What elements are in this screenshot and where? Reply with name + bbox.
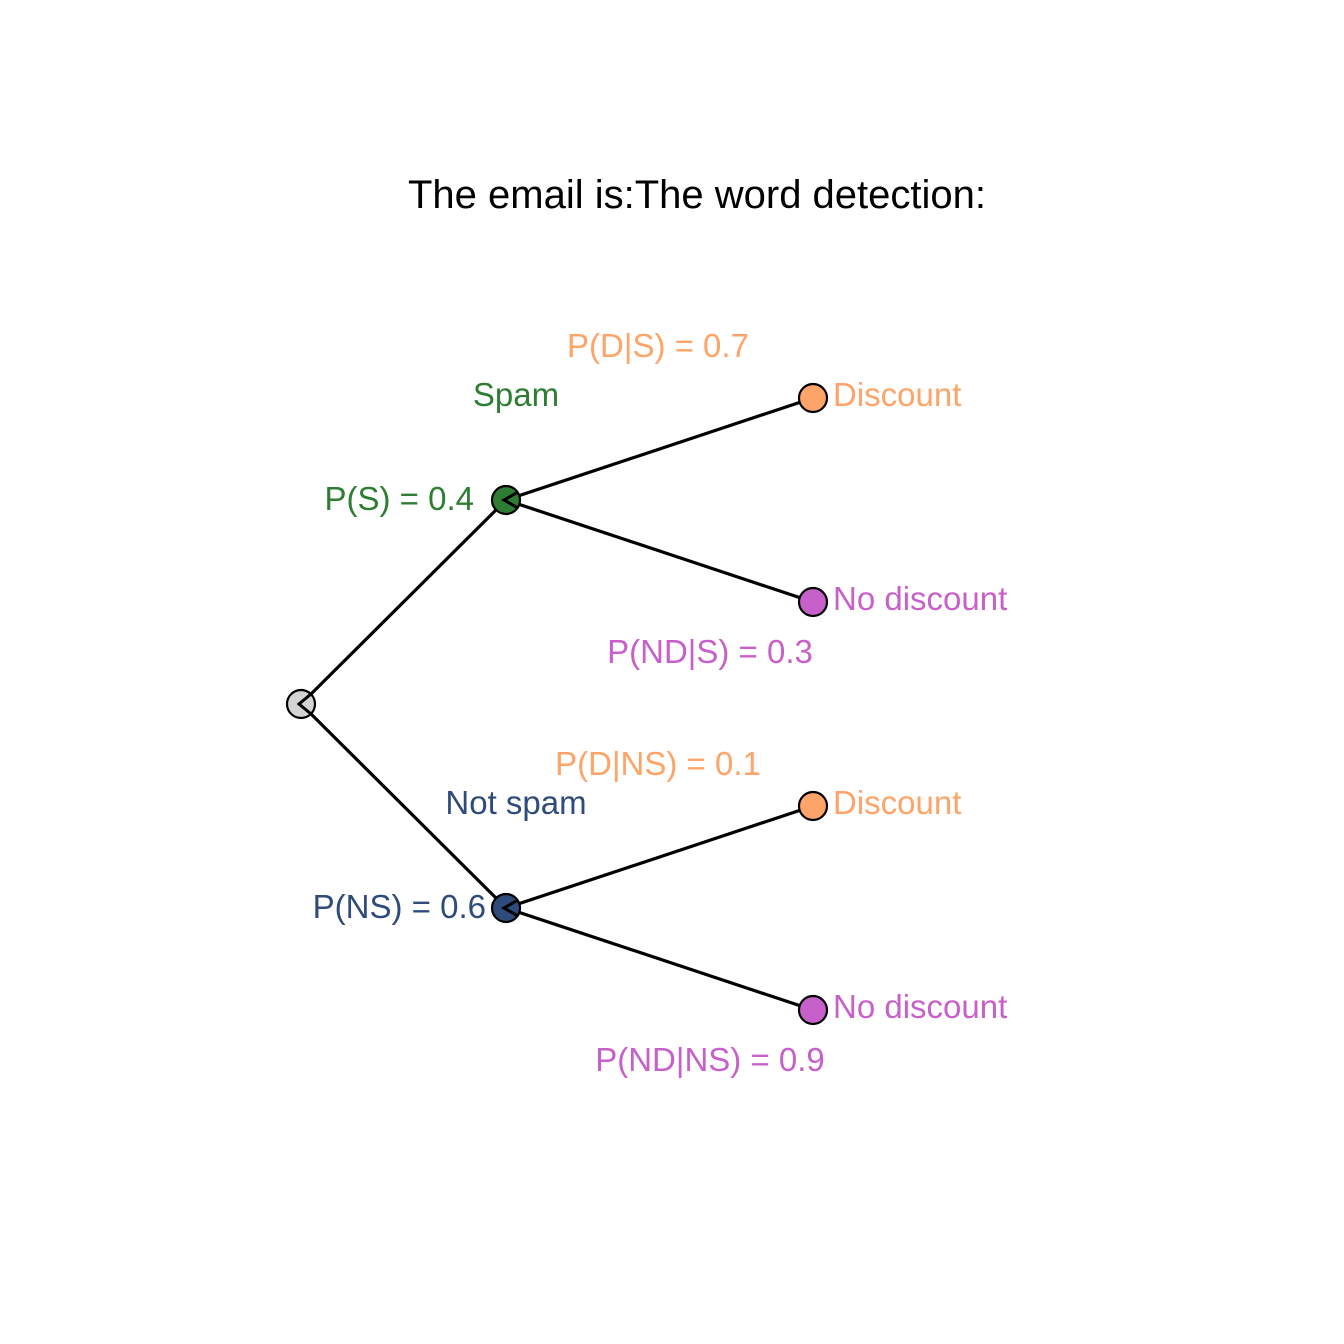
spam-no-discount-probability: P(ND|S) = 0.3 [607,633,813,670]
diagram-title: The email is:The word detection: [408,173,986,217]
not-spam-no-discount-node [797,994,829,1026]
not-spam-chevron-icon [500,898,519,918]
edge-not-spam-no-discount [505,906,814,1012]
spam-discount-label: Discount [833,376,961,413]
not-spam-label: Not spam [445,784,586,821]
root-chevron-icon [296,692,312,716]
not-spam-discount-node [797,790,829,822]
not-spam-no-discount-probability: P(ND|NS) = 0.9 [595,1041,825,1078]
spam-no-discount-label: No discount [833,580,1007,617]
not-spam-no-discount-label: No discount [833,988,1007,1025]
edge-root-spam [299,498,508,706]
edge-not-spam-discount [505,804,814,910]
spam-discount-probability: P(D|S) = 0.7 [567,327,749,364]
not-spam-discount-label: Discount [833,784,961,821]
edge-root-not-spam [299,702,508,910]
not-spam-probability: P(NS) = 0.6 [313,888,486,925]
spam-no-discount-node [797,586,829,618]
edge-spam-no-discount [505,498,814,604]
spam-discount-node [797,382,829,414]
spam-chevron-icon [500,490,519,510]
not-spam-discount-probability: P(D|NS) = 0.1 [555,745,761,782]
spam-label: Spam [473,376,559,413]
edge-spam-discount [505,396,814,502]
spam-probability: P(S) = 0.4 [325,480,474,517]
